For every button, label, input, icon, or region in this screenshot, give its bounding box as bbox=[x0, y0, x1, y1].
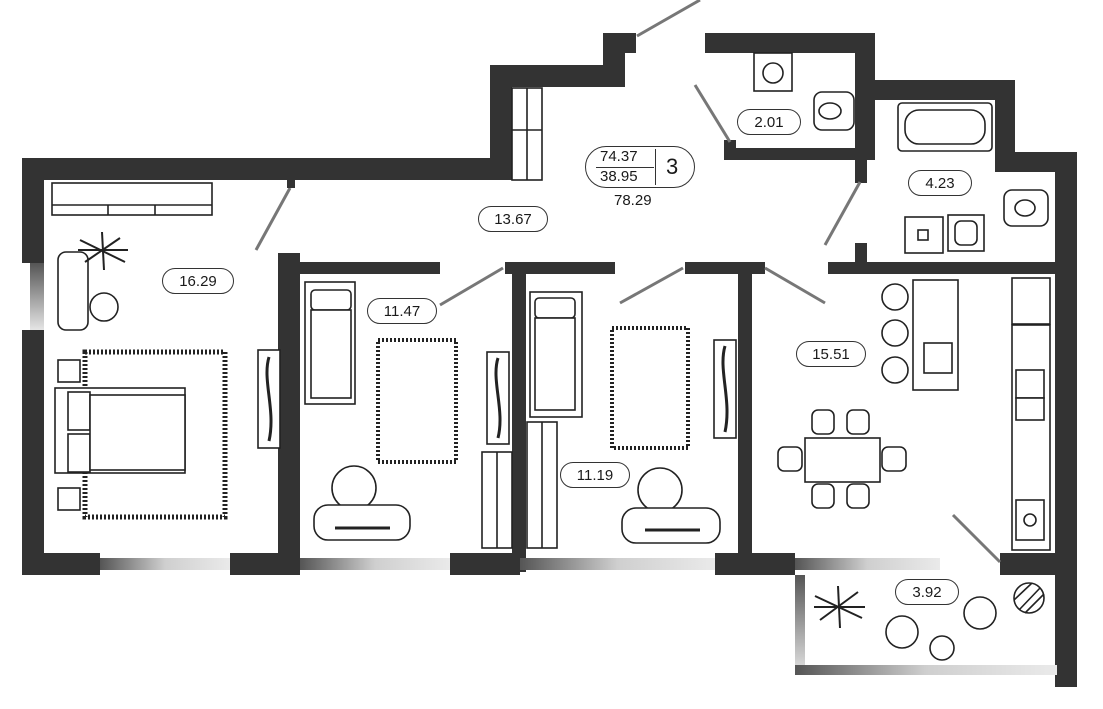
area-primary: 74.37 bbox=[600, 148, 638, 165]
room-area-label: 13.67 bbox=[478, 206, 548, 232]
room-area-label: 4.23 bbox=[908, 170, 972, 196]
rooms-count: 3 bbox=[666, 154, 679, 179]
room-area-label: 3.92 bbox=[895, 579, 959, 605]
furniture bbox=[51, 52, 1051, 661]
doors bbox=[254, 0, 1002, 564]
room-area-label: 11.47 bbox=[367, 298, 437, 324]
area-living: 38.95 bbox=[600, 168, 638, 185]
walls bbox=[22, 33, 1077, 687]
room-area-label: 2.01 bbox=[737, 109, 801, 135]
room-area-label: 16.29 bbox=[162, 268, 234, 294]
divider bbox=[596, 167, 654, 168]
room-area-label: 11.19 bbox=[560, 462, 630, 488]
area-total: 78.29 bbox=[614, 192, 652, 209]
apartment-summary: 74.37 38.95 3 bbox=[585, 146, 695, 188]
plant-icon bbox=[78, 231, 865, 629]
divider bbox=[655, 149, 656, 185]
room-area-label: 15.51 bbox=[796, 341, 866, 367]
windows bbox=[30, 263, 1057, 675]
